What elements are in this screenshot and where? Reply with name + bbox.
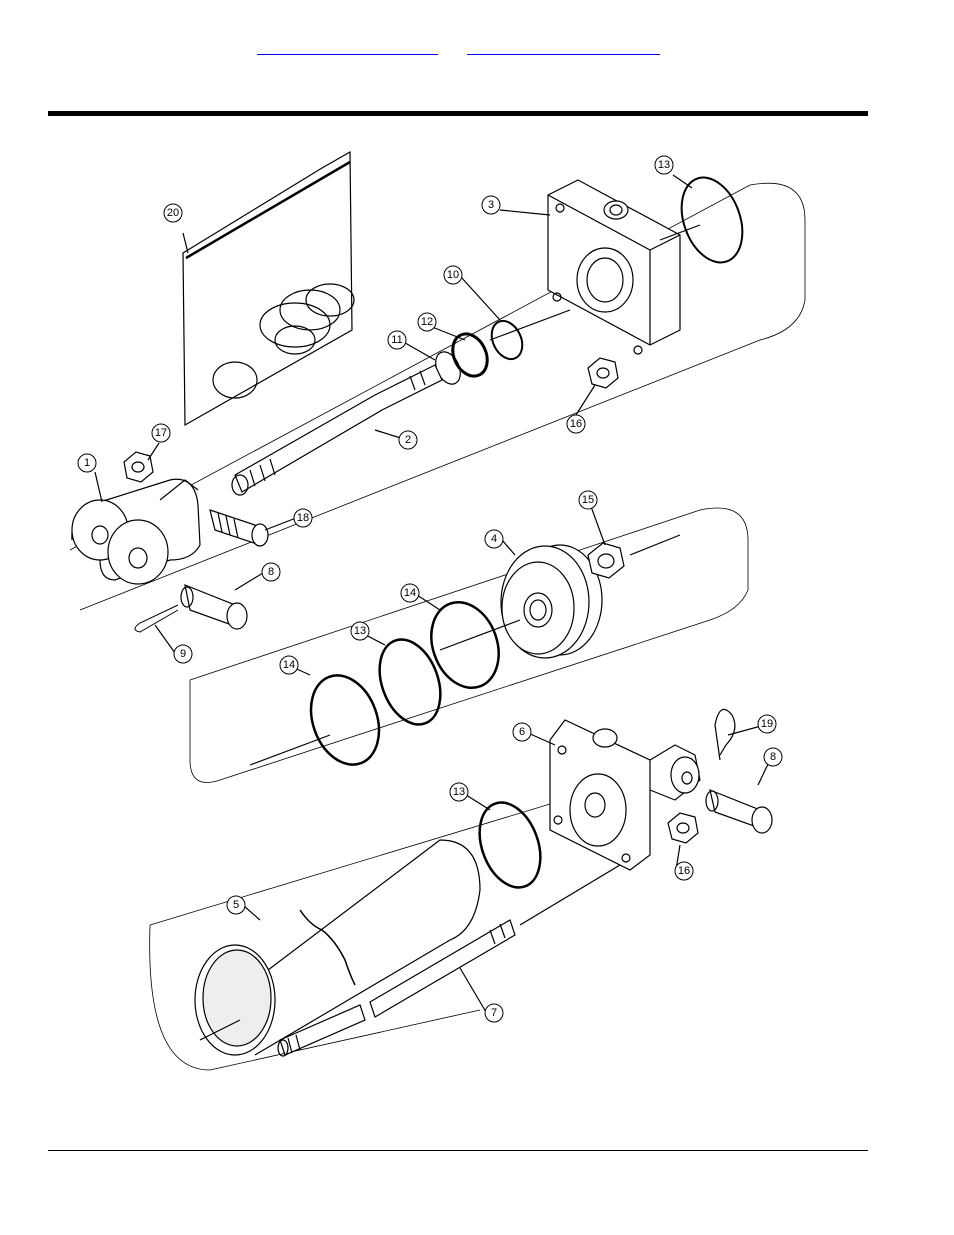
callout-13-top: 13 xyxy=(655,156,673,174)
svg-text:12: 12 xyxy=(421,316,433,328)
piston xyxy=(501,545,602,658)
callout-13-lower: 13 xyxy=(450,783,468,801)
callout-13-middle: 13 xyxy=(351,622,369,640)
callout-5: 5 xyxy=(227,896,245,914)
svg-text:14: 14 xyxy=(283,659,295,671)
svg-text:1: 1 xyxy=(84,457,90,469)
callout-10: 10 xyxy=(444,266,462,284)
svg-text:16: 16 xyxy=(570,418,582,430)
clevis-bolt xyxy=(210,510,268,546)
callout-16-lower: 16 xyxy=(675,862,693,880)
rod-seal xyxy=(446,328,494,381)
callout-14-lower: 14 xyxy=(280,656,298,674)
svg-text:9: 9 xyxy=(180,648,186,660)
svg-text:14: 14 xyxy=(404,587,416,599)
header-rule xyxy=(48,111,868,116)
svg-text:19: 19 xyxy=(761,718,773,730)
callout-14-upper: 14 xyxy=(401,584,419,602)
hair-pin xyxy=(715,709,735,760)
callout-4: 4 xyxy=(485,530,503,548)
callout-7: 7 xyxy=(485,1004,503,1022)
rod-end-cap xyxy=(548,180,680,354)
o-ring-lower xyxy=(469,794,552,896)
callout-15: 15 xyxy=(579,491,597,509)
callout-3: 3 xyxy=(482,196,500,214)
callout-8-upper: 8 xyxy=(262,563,280,581)
piston-seal-lower xyxy=(299,666,391,774)
svg-text:8: 8 xyxy=(770,751,776,763)
svg-text:8: 8 xyxy=(268,566,274,578)
hex-nut-clevis xyxy=(124,452,153,482)
callout-8-lower: 8 xyxy=(764,748,782,766)
svg-text:15: 15 xyxy=(582,494,594,506)
parts-diagram: 20 3 13 10 12 11 2 16 17 1 18 8 9 15 4 1… xyxy=(60,140,820,1080)
svg-text:6: 6 xyxy=(519,726,525,738)
callout-17: 17 xyxy=(152,424,170,442)
callout-20: 20 xyxy=(164,204,182,222)
base-end-cap xyxy=(550,720,700,870)
piston-seal xyxy=(420,593,510,698)
footer-rule xyxy=(48,1150,868,1151)
svg-text:7: 7 xyxy=(491,1007,497,1019)
svg-text:17: 17 xyxy=(155,427,167,439)
svg-text:13: 13 xyxy=(354,625,366,637)
top-navigation xyxy=(0,40,954,58)
seal-kit-bag xyxy=(183,152,354,425)
middle-group-outline xyxy=(190,508,748,783)
svg-text:11: 11 xyxy=(391,334,402,346)
piston-rod xyxy=(232,365,442,495)
callout-2: 2 xyxy=(399,431,417,449)
svg-text:4: 4 xyxy=(491,533,497,545)
callout-19: 19 xyxy=(758,715,776,733)
svg-text:13: 13 xyxy=(453,786,465,798)
svg-text:3: 3 xyxy=(488,199,494,211)
callout-18: 18 xyxy=(294,509,312,527)
clevis xyxy=(72,479,200,584)
svg-text:2: 2 xyxy=(405,434,411,446)
nav-link-2[interactable] xyxy=(467,40,660,55)
clevis-pin-upper xyxy=(181,585,247,629)
svg-text:20: 20 xyxy=(167,207,179,219)
callout-16-upper: 16 xyxy=(567,415,585,433)
hex-nut-upper xyxy=(588,358,618,388)
callout-1: 1 xyxy=(78,454,96,472)
svg-text:5: 5 xyxy=(233,899,239,911)
piston-nut xyxy=(588,543,624,578)
svg-text:18: 18 xyxy=(297,512,309,524)
svg-text:16: 16 xyxy=(678,865,690,877)
clevis-pin-lower xyxy=(706,790,772,833)
nav-link-1[interactable] xyxy=(257,40,438,55)
o-ring-top xyxy=(671,169,754,271)
callout-11: 11 xyxy=(388,331,406,349)
hex-nut-lower xyxy=(668,813,698,843)
callout-12: 12 xyxy=(418,313,436,331)
callout-9: 9 xyxy=(174,645,192,663)
svg-text:10: 10 xyxy=(447,269,459,281)
svg-text:13: 13 xyxy=(658,159,670,171)
callout-6: 6 xyxy=(513,723,531,741)
